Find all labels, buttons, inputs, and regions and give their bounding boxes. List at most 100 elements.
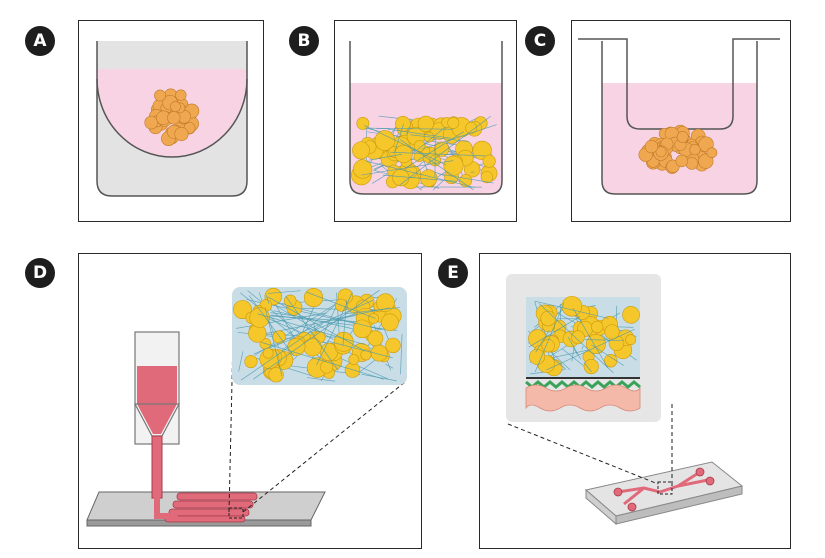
cell [175,89,187,101]
fiber [399,139,474,191]
zoom-region [657,481,673,495]
cell [303,337,322,357]
cell [655,146,667,158]
cell [348,354,360,365]
panel-d-illustration [86,287,407,527]
cell [356,117,370,130]
cell [689,144,701,156]
u-bottom-curve [96,78,248,158]
cell [447,116,460,129]
cell [583,358,599,375]
fiber [546,328,635,371]
fiber [264,307,283,377]
cell [394,144,413,163]
cell [622,306,640,324]
panel-label-b: B [289,26,319,56]
cell [644,139,659,154]
cell [262,347,274,359]
cell [249,307,270,328]
cell [303,288,324,308]
fiber [253,299,374,355]
zoom-line-left [228,337,234,513]
fiber [583,361,592,373]
inset-cells [233,287,403,383]
fiber [261,342,384,380]
cell [353,159,373,179]
panel-label-e: E [438,258,468,288]
panel-c-illustration [578,38,780,195]
fiber [285,295,339,371]
spheroid [638,124,718,174]
cell [174,126,189,142]
cell [603,354,618,368]
cell [480,170,494,184]
fiber [534,302,565,372]
cell [465,121,478,134]
cell [352,141,370,160]
well-outline [349,41,503,195]
fiber [361,373,397,382]
fiber [438,173,494,184]
fiber [528,316,581,348]
chip-left-edge [585,488,617,526]
zoom-region [228,507,244,519]
fiber [400,333,403,375]
fiber [265,295,270,304]
cell [604,324,620,340]
panel-e-organ-on-chip [479,253,791,549]
fiber [584,339,624,342]
outer-well-outline [601,41,758,195]
chip-ports [613,467,715,512]
fiber [306,291,376,319]
fiber [282,303,382,331]
cell [368,312,379,324]
cell-scaffold [351,115,498,191]
cell [529,348,545,365]
cell [167,111,181,125]
cell [571,330,585,345]
fiber [390,151,486,157]
cell [154,89,166,102]
cell [540,310,556,327]
printed-construct [164,492,258,523]
panel-d-bioprinting [78,253,422,549]
cell [360,349,372,361]
fiber [326,340,393,359]
fiber [342,300,347,346]
fiber [381,165,389,172]
fiber [366,160,476,188]
cell [591,320,604,333]
panel-a-illustration [96,41,248,197]
fiber [364,125,447,166]
cell [381,313,399,332]
fiber [316,292,353,366]
cell [625,334,637,346]
fiber [332,307,390,320]
fiber [387,128,452,139]
fiber [404,131,464,170]
fiber [567,336,582,360]
panel-label-a: A [25,26,55,56]
fiber [538,303,614,374]
cell [268,367,284,383]
endothelial-layer [525,384,641,412]
fiber [385,363,394,369]
zoom-line-left [507,423,659,485]
fiber [368,153,402,161]
fiber [572,307,609,369]
panel-e-illustration [506,274,744,526]
cell [706,147,718,159]
fiber [238,351,244,372]
nozzle-tip [151,435,163,499]
panel-b-scaffold-well [334,20,517,222]
panel-a-u-bottom-well [78,20,264,222]
cell [482,154,496,168]
cell [169,101,181,113]
cell [320,360,334,374]
cell [472,140,492,160]
fiber [307,377,336,382]
fiber [253,289,380,380]
cell [272,330,286,344]
fiber [257,313,365,345]
cell [561,295,583,317]
